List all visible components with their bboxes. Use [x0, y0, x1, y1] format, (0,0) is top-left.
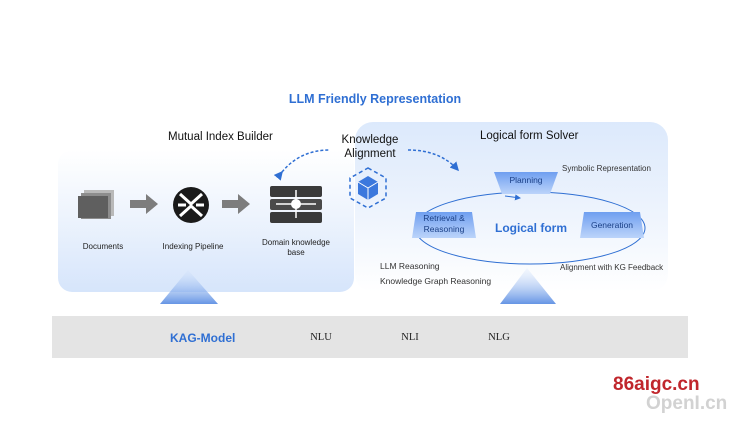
- indexing-pipeline-label: Indexing Pipeline: [162, 242, 224, 251]
- watermark-openi: OpenI.cn: [646, 393, 728, 414]
- generation-label: Generation: [590, 220, 634, 230]
- alignment-arrow-right: [407, 149, 460, 172]
- retrieval-box: [412, 212, 476, 238]
- stage-nlg-label: NLG: [488, 332, 510, 343]
- symbolic-representation-label: Symbolic Representation: [562, 164, 651, 173]
- documents-label: Documents: [82, 242, 124, 251]
- retrieval-label: Retrieval & Reasoning: [423, 213, 465, 234]
- left-pointer-triangle: [160, 270, 218, 304]
- logical-form-center: Logical form: [494, 221, 567, 235]
- knowledge-alignment-label: Knowledge Alignment: [341, 134, 399, 160]
- llm-reasoning-label: LLM Reasoning: [380, 261, 440, 271]
- documents-icon: [78, 190, 114, 219]
- kag-model-label: KAG-Model: [170, 331, 236, 345]
- right-pointer-triangle: [500, 268, 556, 304]
- indexing-pipeline-icon: [173, 187, 209, 223]
- solver-heading: Logical form Solver: [480, 130, 579, 142]
- database-icon: [270, 186, 322, 223]
- stage-nli-label: NLI: [401, 332, 419, 343]
- alignment-arrow-left: [273, 149, 331, 181]
- stage-nlu-label: NLU: [310, 332, 332, 343]
- kg-reasoning-label: Knowledge Graph Reasoning: [380, 276, 492, 286]
- planning-box: [494, 172, 558, 194]
- cube-network-icon: [349, 167, 387, 209]
- mutual-index-heading: Mutual Index Builder: [168, 131, 273, 143]
- generation-box: [580, 212, 644, 238]
- watermark-86aigc: 86aigc.cn: [613, 374, 700, 395]
- domain-knowledge-label: Domain knowledge base: [261, 238, 331, 257]
- arrow-icon: [130, 194, 158, 214]
- diagram-title: LLM Friendly Representation: [288, 92, 462, 106]
- arrow-icon: [222, 194, 250, 214]
- alignment-feedback-label: Alignment with KG Feedback: [560, 263, 664, 272]
- kag-model-band: [52, 316, 688, 358]
- planning-label: Planning: [509, 175, 543, 185]
